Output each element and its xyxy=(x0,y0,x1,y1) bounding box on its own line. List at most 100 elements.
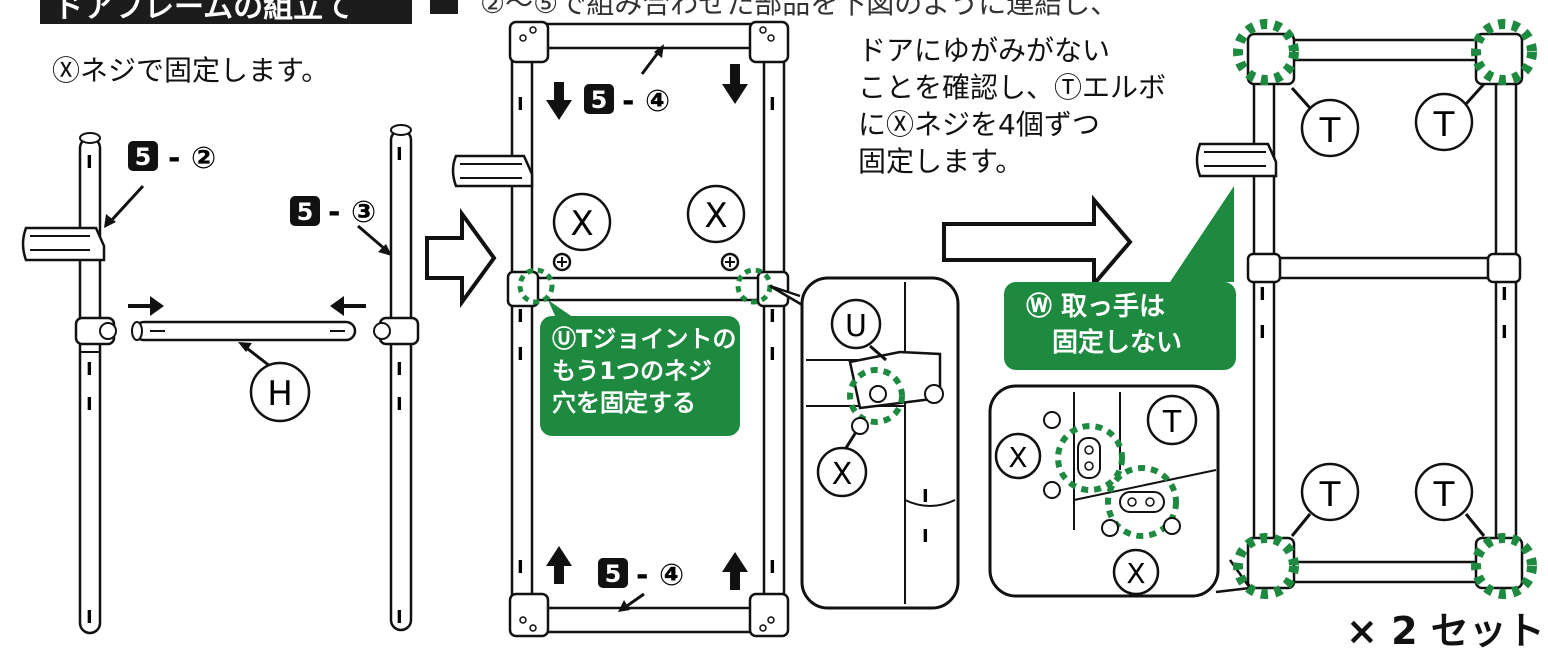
label-h-circle xyxy=(249,361,311,423)
label-t: T xyxy=(1319,475,1341,515)
arrow-head xyxy=(378,244,392,256)
label-x: X xyxy=(1008,441,1027,474)
u-note-line-2: もう1つのネジ xyxy=(552,357,712,385)
down-arrow xyxy=(722,64,748,104)
section-title: ドアフレームの組立て xyxy=(40,0,412,24)
down-arrow xyxy=(546,82,572,120)
pole-mark-i: I xyxy=(922,526,929,547)
leader-arrow xyxy=(1290,86,1312,110)
svg-text:- ④: - ④ xyxy=(622,84,670,119)
svg-text:5: 5 xyxy=(591,86,608,114)
right-instruction-line-4: 固定します。 xyxy=(858,145,1024,178)
right-instruction-line-2: ことを確認し、Ⓣエルボ xyxy=(858,71,1167,104)
step-badge xyxy=(430,0,458,14)
left-instruction-text: Ⓧネジで固定します。 xyxy=(52,54,330,87)
step-5-2-label: 5 - ② xyxy=(128,141,216,176)
u-tjoint-note: ⓊTジョイントの もう1つのネジ 穴を固定する xyxy=(540,316,740,436)
pole-mark-i: I xyxy=(1259,284,1266,305)
pole-mark-i: I xyxy=(1501,284,1508,305)
callout-pointer xyxy=(1170,186,1234,282)
u-note-line-1: ⓊTジョイントの xyxy=(552,325,737,353)
arrow-head xyxy=(618,600,630,612)
pole-mark-i: I xyxy=(1259,322,1266,343)
label-t-circle xyxy=(1414,462,1474,522)
svg-text:- ④: - ④ xyxy=(636,558,684,593)
w-note-line-1: Ⓦ 取っ手は xyxy=(1026,292,1166,322)
pole-mark-i: I xyxy=(396,607,403,628)
label-u: U xyxy=(845,309,867,344)
door-frame-finished xyxy=(1195,19,1537,599)
horizontal-pipe-h xyxy=(131,320,357,342)
pole-mark-i: I xyxy=(396,359,403,380)
label-t: T xyxy=(1433,105,1455,145)
label-t-circle xyxy=(1414,92,1474,152)
leader-arrow xyxy=(108,184,145,224)
leader-arrow xyxy=(1290,513,1312,537)
label-x-circle xyxy=(686,184,746,244)
arrow-head xyxy=(238,342,252,352)
label-t: T xyxy=(1319,111,1341,151)
right-instruction-line-3: にⓍネジを4個ずつ xyxy=(858,108,1100,141)
label-x: X xyxy=(832,457,853,492)
pole-mark-i: I xyxy=(396,394,403,415)
pole-mark-i: I xyxy=(769,94,776,115)
leader-arrow xyxy=(1464,513,1486,537)
section-title-text: ドアフレームの組立て xyxy=(54,0,354,24)
label-t: T xyxy=(1433,475,1455,515)
w-handle-note: Ⓦ 取っ手は 固定しない xyxy=(1004,282,1236,370)
label-t: T xyxy=(1162,405,1182,440)
leader-arrow xyxy=(844,431,858,449)
svg-text:- ②: - ② xyxy=(168,141,216,176)
up-arrow xyxy=(546,546,572,584)
pole-mark-i: I xyxy=(517,94,524,115)
up-arrow xyxy=(722,552,748,590)
push-arrow-left xyxy=(330,296,366,316)
left-pole-assembly xyxy=(21,132,117,635)
svg-text:5: 5 xyxy=(135,143,152,171)
label-t-circle xyxy=(1146,394,1198,446)
pole-mark-i: I xyxy=(517,344,524,365)
label-t-circle xyxy=(1300,98,1360,158)
svg-text:5: 5 xyxy=(297,198,314,226)
label-x: X xyxy=(704,196,727,236)
header-partial-text: ②～⑤で組み合わせた部品を下図のように連結し、 xyxy=(480,0,1119,20)
right-instruction-line-1: ドアにゆがみがない xyxy=(858,34,1111,67)
pole-mark-i: I xyxy=(517,557,524,578)
pole-mark-i: I xyxy=(86,359,93,380)
leader-arrow xyxy=(357,224,387,252)
step-5-4-top-label: 5 - ④ xyxy=(584,84,670,119)
step-5-4-bottom-label: 5 - ④ xyxy=(598,558,684,593)
label-x-circle xyxy=(1112,548,1160,596)
svg-text:- ③: - ③ xyxy=(328,195,376,230)
pole-mark-i: I xyxy=(1501,322,1508,343)
hollow-arrow-2 xyxy=(942,194,1133,290)
pole-mark-i: I xyxy=(396,144,403,165)
label-x-circle xyxy=(552,192,612,252)
pole-mark-i: I xyxy=(86,394,93,415)
label-u-circle xyxy=(830,298,882,350)
pole-mark-i: I xyxy=(769,344,776,365)
label-x-circle xyxy=(994,432,1042,480)
pole-mark-i: I xyxy=(86,607,93,628)
leader-arrow xyxy=(1464,82,1486,106)
zoom-panel-u xyxy=(769,276,960,610)
push-arrow-right xyxy=(128,296,164,316)
arrow-head xyxy=(654,44,664,58)
pole-mark-i: I xyxy=(86,152,93,173)
pole-mark-i: I xyxy=(517,306,524,327)
pole-mark-i: I xyxy=(769,557,776,578)
pole-mark-i: I xyxy=(769,306,776,327)
leader-arrow xyxy=(869,344,887,362)
callout-pointer xyxy=(548,300,574,318)
set-count: × 2 セット xyxy=(1346,609,1545,653)
w-note-line-2: 固定しない xyxy=(1052,328,1183,358)
label-x: X xyxy=(570,204,593,244)
door-frame-middle xyxy=(451,20,790,638)
label-h: H xyxy=(267,374,293,414)
label-x: X xyxy=(1126,557,1145,590)
right-pole-assembly xyxy=(373,124,420,632)
u-note-line-3: 穴を固定する xyxy=(552,389,696,417)
label-t-circle xyxy=(1300,462,1360,522)
